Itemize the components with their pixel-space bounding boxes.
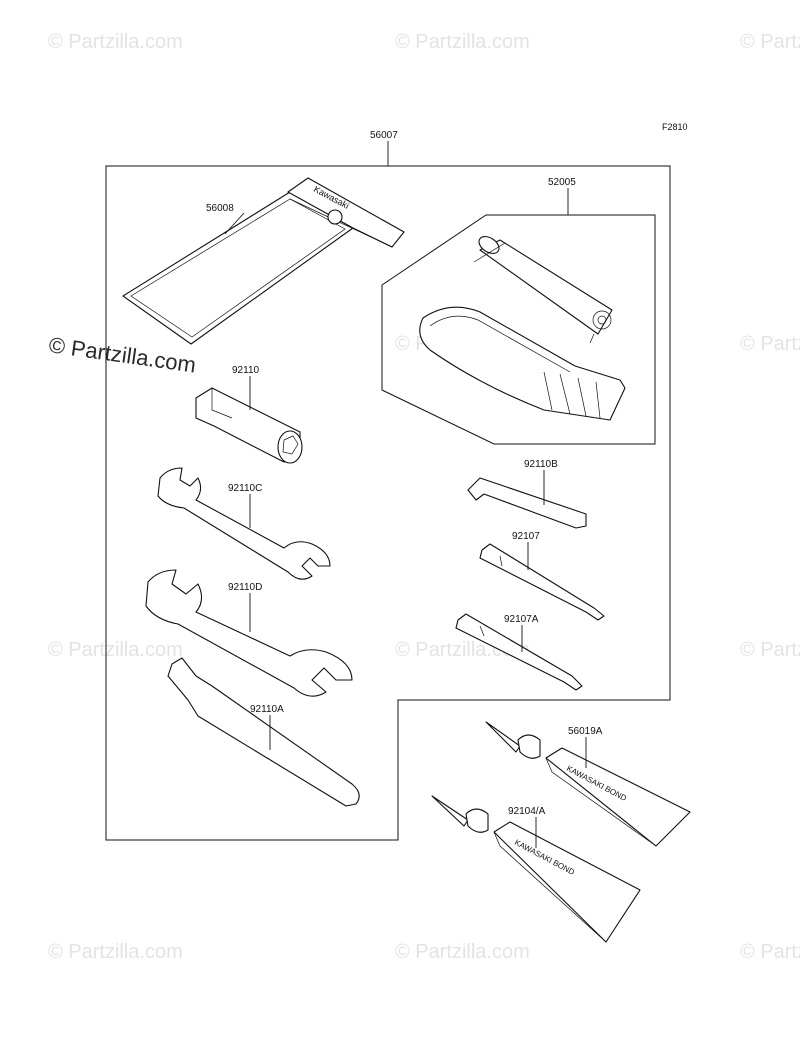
double-wrench-d [145, 569, 353, 697]
watermark: © Partzilla.com [740, 941, 800, 963]
part-label-screwdriver: 92107 [512, 531, 540, 542]
part-label-pump-set: 52005 [548, 177, 576, 188]
part-label-hook-wrench: 92110A [250, 704, 284, 715]
plug-wrench [195, 387, 303, 464]
leader-line [224, 212, 245, 235]
watermark-overlay: © Partzilla.com [47, 332, 197, 377]
kit-frame [105, 165, 671, 841]
part-label-wrench-c: 92110C [228, 483, 262, 494]
pump-set-frame [381, 214, 656, 445]
hook-wrench [167, 657, 360, 807]
part-label-bond-a: 56019A [568, 726, 603, 737]
part-label-bond-b: 92104/A [508, 806, 546, 817]
part-label-pouch: 56008 [206, 203, 234, 214]
watermark: © Partzilla.com [48, 31, 183, 53]
tire-pump [473, 236, 613, 344]
part-label-screwdriver-a: 92107A [504, 614, 539, 625]
hex-key [467, 477, 587, 529]
tool-pouch: Kawasaki [122, 177, 405, 345]
part-label-hex-key: 92110B [524, 459, 558, 470]
part-label-plug-wrench: 92110 [232, 365, 260, 376]
part-label-wrench-d: 92110D [228, 582, 262, 593]
watermark: © Partzilla.com [740, 639, 800, 661]
screwdriver [479, 543, 605, 621]
watermark: © Partzilla.com [48, 941, 183, 963]
watermark: © Partzilla.com [740, 333, 800, 355]
figure-code: F2810 [662, 122, 688, 132]
watermark: © Partzilla.com [740, 31, 800, 53]
double-wrench-c [157, 467, 331, 580]
watermark: © Partzilla.com [395, 941, 530, 963]
watermark: © Partzilla.com [48, 639, 183, 661]
part-label-kit: 56007 [370, 130, 398, 141]
pump-bag [419, 306, 626, 421]
watermark: © Partzilla.com [395, 31, 530, 53]
screwdriver-a [455, 613, 583, 691]
